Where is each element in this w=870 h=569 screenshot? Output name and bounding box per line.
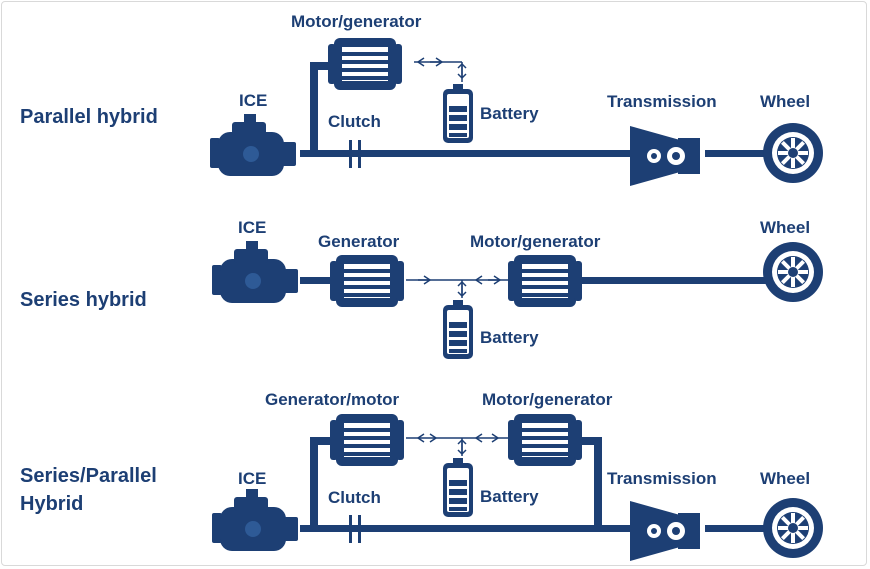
motor-icon	[508, 414, 582, 466]
label-motor-generator: Motor/generator	[470, 232, 601, 251]
belt-link-left-top	[310, 437, 332, 445]
double-arrow-icon	[406, 275, 508, 298]
transmission-icon	[630, 501, 700, 561]
label-ice: ICE	[238, 218, 266, 237]
engine-icon	[212, 489, 298, 551]
drive-shaft	[300, 150, 640, 157]
label-ice: ICE	[239, 91, 267, 110]
output-shaft	[705, 525, 765, 532]
row-parallel: Parallel hybrid Motor/generator ICE Batt…	[20, 12, 823, 186]
engine-shaft	[300, 277, 330, 284]
label-transmission: Transmission	[607, 469, 717, 488]
output-shaft	[582, 277, 767, 284]
motor-icon	[330, 255, 404, 307]
motor-icon	[330, 414, 404, 466]
label-ice: ICE	[238, 469, 266, 488]
motor-icon	[328, 38, 402, 90]
belt-link-left	[310, 437, 318, 532]
label-generator: Generator	[318, 232, 400, 251]
label-battery: Battery	[480, 328, 539, 347]
label-clutch: Clutch	[328, 112, 381, 131]
transmission-icon	[630, 126, 700, 186]
label-clutch: Clutch	[328, 488, 381, 507]
label-battery: Battery	[480, 487, 539, 506]
label-wheel: Wheel	[760, 469, 810, 488]
row-title-series-parallel-1: Series/Parallel	[20, 465, 157, 487]
label-motor-generator: Motor/generator	[482, 390, 613, 409]
row-series-parallel: Series/Parallel Hybrid Generator/motor M…	[20, 390, 823, 561]
wheel-icon	[763, 242, 823, 302]
row-title-series: Series hybrid	[20, 289, 147, 311]
row-series: Series hybrid ICE Generator Motor/genera…	[20, 218, 823, 359]
battery-icon	[443, 84, 473, 143]
label-generator-motor: Generator/motor	[265, 390, 400, 409]
belt-link	[310, 62, 318, 157]
wheel-icon	[763, 498, 823, 558]
belt-link-top	[310, 62, 332, 70]
drive-shaft	[300, 525, 640, 532]
double-arrow-icon	[406, 433, 508, 456]
label-wheel: Wheel	[760, 218, 810, 237]
label-transmission: Transmission	[607, 92, 717, 111]
battery-icon	[443, 458, 473, 517]
battery-icon	[443, 300, 473, 359]
row-title-series-parallel-2: Hybrid	[20, 493, 83, 515]
double-arrow-icon	[414, 57, 467, 82]
row-title-parallel: Parallel hybrid	[20, 106, 158, 128]
engine-icon	[210, 114, 296, 176]
label-battery: Battery	[480, 104, 539, 123]
motor-icon	[508, 255, 582, 307]
engine-icon	[212, 241, 298, 303]
wheel-icon	[763, 123, 823, 183]
label-wheel: Wheel	[760, 92, 810, 111]
label-motor-generator: Motor/generator	[291, 12, 422, 31]
belt-link-right	[594, 437, 602, 532]
output-shaft	[705, 150, 765, 157]
belt-link-right-top	[582, 437, 602, 445]
